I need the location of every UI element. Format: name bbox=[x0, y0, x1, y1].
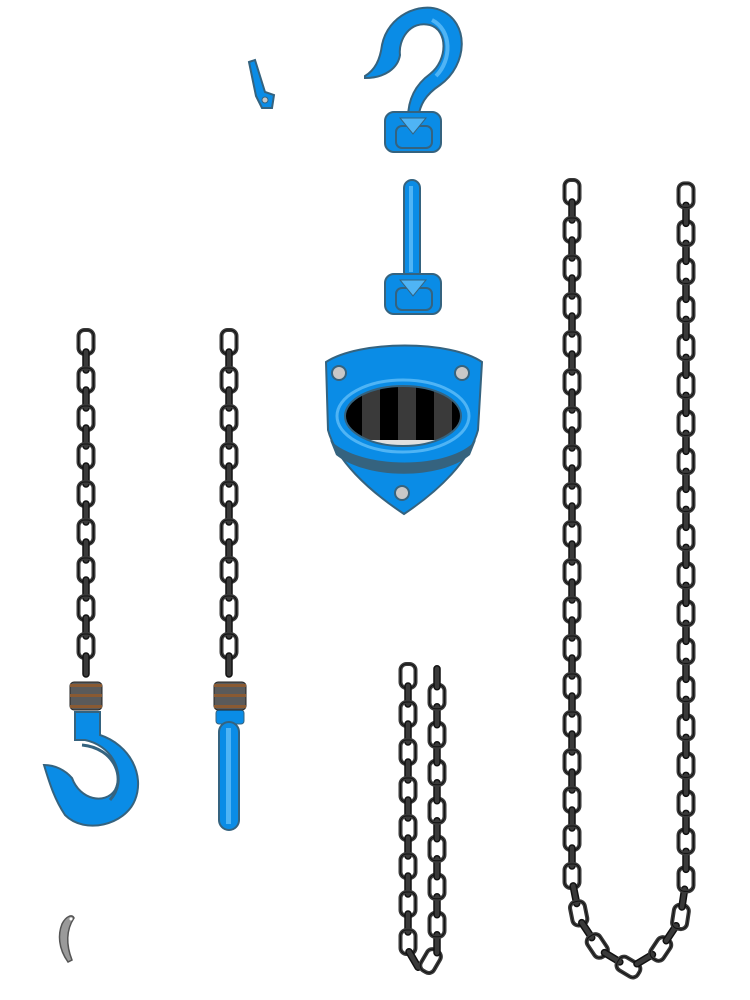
long-chain-link bbox=[614, 954, 643, 980]
top-hook-icon bbox=[364, 6, 463, 153]
top-bar-swivel-icon bbox=[384, 179, 442, 315]
chains-layer bbox=[76, 178, 696, 980]
bottom-latch-icon bbox=[58, 915, 75, 963]
small-latch-icon bbox=[247, 58, 276, 109]
bottom-hook-icon bbox=[42, 711, 140, 827]
left-chain-link bbox=[82, 652, 90, 678]
long-chain-link bbox=[676, 181, 696, 210]
hoist-window bbox=[345, 386, 461, 446]
short-chain-link bbox=[433, 665, 441, 691]
hoist-body-icon bbox=[324, 344, 484, 516]
handle-chain-link bbox=[225, 652, 233, 678]
handle-collar-icon bbox=[213, 681, 247, 711]
hook-collar-icon bbox=[69, 681, 103, 711]
handle-grip-icon bbox=[215, 709, 245, 831]
